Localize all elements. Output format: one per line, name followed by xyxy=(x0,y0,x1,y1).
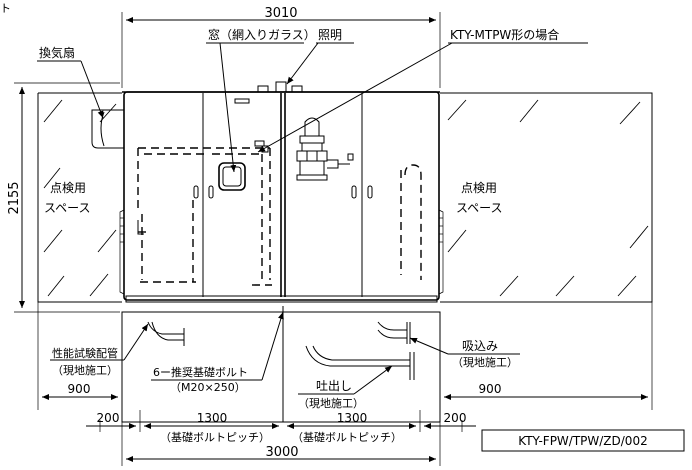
svg-text:照明: 照明 xyxy=(318,28,342,42)
svg-text:KTY-FPW/TPW/ZD/002: KTY-FPW/TPW/ZD/002 xyxy=(518,434,647,448)
drawing-code-box: KTY-FPW/TPW/ZD/002 xyxy=(481,429,685,452)
svg-text:KTY-MTPW形の場合: KTY-MTPW形の場合 xyxy=(450,27,559,42)
valve-assembly xyxy=(254,117,354,181)
svg-text:1300: 1300 xyxy=(197,411,228,425)
callout-discharge: 吐出し （現地施工） xyxy=(298,365,393,410)
svg-text:2155: 2155 xyxy=(7,181,22,214)
callout-suction: 吸込み （現地施工） xyxy=(409,337,520,369)
dimension-edges-pitch: 200 200 1300 1300 （基礎ボルトピッチ） （基礎ボルトピッチ） xyxy=(86,410,476,444)
inspection-space-left xyxy=(37,92,122,303)
internal-piping-dashed xyxy=(137,147,422,286)
dimension-top-width: 3010 xyxy=(121,6,441,88)
callout-window: 窓（網入りガラス） xyxy=(206,27,316,173)
svg-text:（現地施工）: （現地施工） xyxy=(452,356,518,369)
cabinet: 点検用 スペース 点検用 スペース xyxy=(44,81,503,303)
callout-mtpw: KTY-MTPW形の場合 xyxy=(257,27,588,153)
inspection-label-left-1: 点検用 xyxy=(50,181,86,195)
svg-text:性能試験配管: 性能試験配管 xyxy=(52,346,118,360)
svg-text:1300: 1300 xyxy=(337,411,368,425)
inspection-space-right xyxy=(440,92,653,303)
inspection-label-right-2: スペース xyxy=(456,201,503,215)
dimension-left-space: 900 xyxy=(37,302,118,410)
callout-test-pipe: 性能試験配管 （現地施工） xyxy=(50,323,149,377)
foundation-plan xyxy=(121,306,441,423)
svg-text:換気扇: 換気扇 xyxy=(39,45,75,60)
svg-text:6ー推奨基礎ボルト: 6ー推奨基礎ボルト xyxy=(153,365,248,379)
svg-text:900: 900 xyxy=(479,382,502,396)
callout-foundation-bolt: 6ー推奨基礎ボルト （M20×250） xyxy=(151,311,284,394)
svg-text:（現地施工）: （現地施工） xyxy=(298,397,364,410)
svg-text:3010: 3010 xyxy=(264,6,297,21)
svg-text:（現地施工）: （現地施工） xyxy=(52,364,118,377)
svg-text:（基礎ボルトピッチ）: （基礎ボルトピッチ） xyxy=(292,431,402,444)
inspection-label-left-2: スペース xyxy=(44,201,91,215)
inspection-label-right-1: 点検用 xyxy=(461,181,497,195)
svg-text:200: 200 xyxy=(97,411,120,425)
svg-text:（M20×250）: （M20×250） xyxy=(170,381,246,394)
svg-text:900: 900 xyxy=(68,382,91,396)
dimension-bottom-width: 3000 xyxy=(121,422,441,466)
window xyxy=(218,162,246,191)
svg-text:窓（網入りガラス）: 窓（網入りガラス） xyxy=(208,27,316,42)
dimension-right-space: 900 xyxy=(444,302,653,410)
callout-fan: 換気扇 xyxy=(37,45,104,119)
ventilation-fan xyxy=(91,109,125,149)
door-handles xyxy=(193,185,373,199)
corner-text-fragment: ト xyxy=(0,2,11,15)
svg-text:吸込み: 吸込み xyxy=(462,339,498,353)
svg-text:3000: 3000 xyxy=(265,445,298,460)
callout-lighting: 照明 xyxy=(286,28,354,85)
svg-text:（基礎ボルトピッチ）: （基礎ボルトピッチ） xyxy=(160,431,270,444)
svg-text:吐出し: 吐出し xyxy=(316,379,352,393)
dimension-height: 2155 xyxy=(7,82,120,313)
svg-text:200: 200 xyxy=(444,411,467,425)
